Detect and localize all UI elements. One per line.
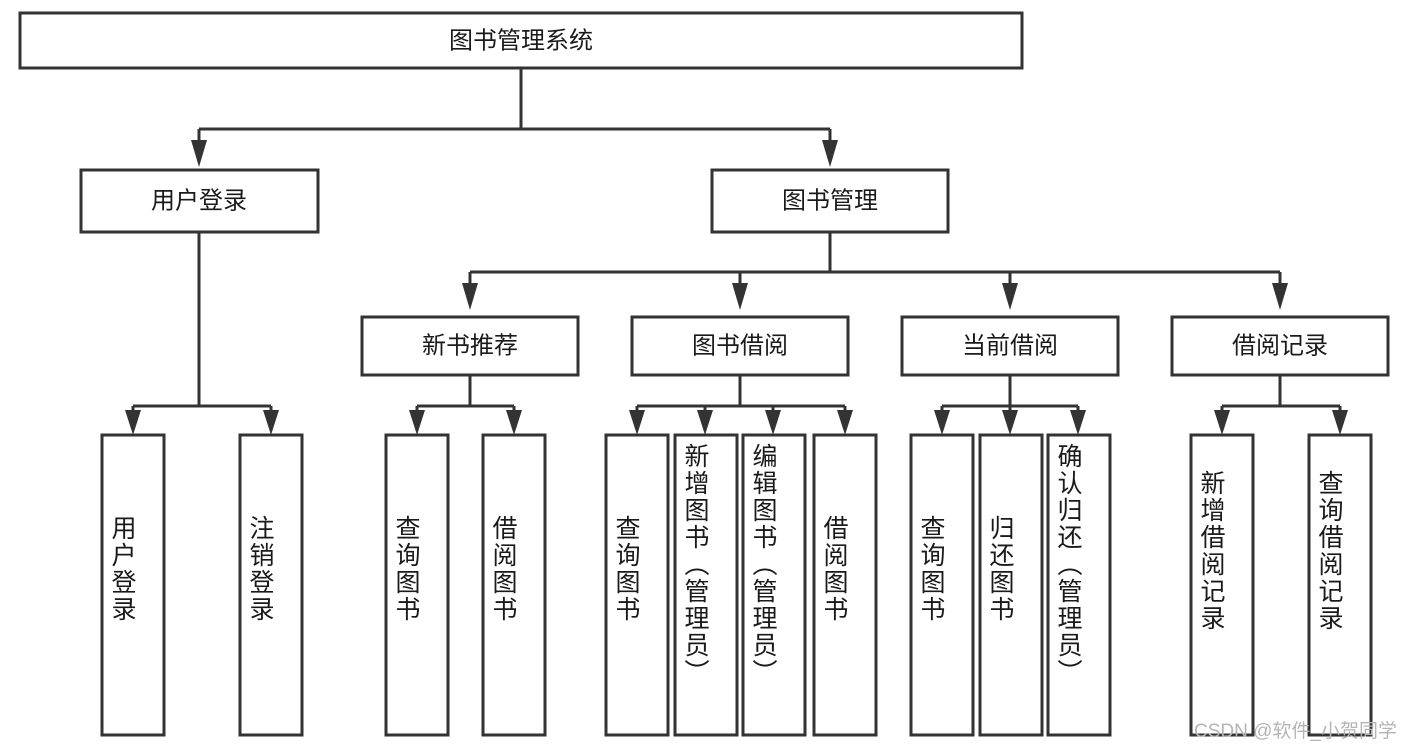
leaf-box-query-book-recommend[interactable] <box>384 433 450 737</box>
node-user-login[interactable]: 用户登录 <box>79 168 320 234</box>
arrow-head-icon <box>1002 283 1018 310</box>
node-current-borrow[interactable]: 当前借阅 <box>900 315 1120 377</box>
connector-user-login-to-leaves <box>125 232 279 435</box>
leaf-box-return-book[interactable] <box>978 433 1044 737</box>
leaf-box-user-login[interactable] <box>100 433 166 737</box>
connector-root-to-level2 <box>191 68 838 167</box>
connector-borrow-record-to-leaves <box>1214 375 1348 435</box>
arrow-head-icon <box>765 410 781 435</box>
node-root-box[interactable] <box>18 11 1024 70</box>
leaf-box-add-book-admin[interactable] <box>673 433 739 737</box>
leaf-box-query-book-borrow[interactable] <box>604 433 670 737</box>
node-user-login-label: 用户登录 <box>151 187 247 214</box>
connector-book-borrow-to-leaves <box>629 375 853 435</box>
leaf-box-borrow-book-recommend[interactable] <box>481 433 547 737</box>
arrow-head-icon <box>1214 410 1230 435</box>
arrow-head-icon <box>462 283 478 310</box>
csdn-watermark: CSDN @软件_小贺同学 <box>1194 721 1397 742</box>
leaf-box-logout[interactable] <box>238 433 304 737</box>
node-new-book-recommend-label: 新书推荐 <box>422 332 518 359</box>
arrow-head-icon <box>697 410 713 435</box>
node-new-book-recommend-box[interactable] <box>360 315 580 377</box>
arrow-head-icon <box>191 140 207 167</box>
leaf-box-query-borrow-record[interactable] <box>1307 433 1373 737</box>
arrow-head-icon <box>837 410 853 435</box>
node-book-management-label: 图书管理 <box>782 187 878 214</box>
node-borrow-record[interactable]: 借阅记录 <box>1170 315 1390 377</box>
arrow-head-icon <box>506 410 522 435</box>
leaf-box-add-borrow-record[interactable] <box>1189 433 1255 737</box>
node-book-borrow[interactable]: 图书借阅 <box>630 315 850 377</box>
leaf-box-borrow-book[interactable] <box>812 433 878 737</box>
node-new-book-recommend[interactable]: 新书推荐 <box>360 315 580 377</box>
arrow-head-icon <box>629 410 645 435</box>
connector-book-management-to-level3 <box>462 232 1288 310</box>
node-book-borrow-label: 图书借阅 <box>692 332 788 359</box>
arrow-head-icon <box>125 410 141 435</box>
leaf-box-query-book-current[interactable] <box>909 433 975 737</box>
node-current-borrow-label: 当前借阅 <box>962 332 1058 359</box>
leaf-box-confirm-return-admin[interactable] <box>1046 433 1112 737</box>
node-user-login-box[interactable] <box>79 168 320 234</box>
node-root-label: 图书管理系统 <box>449 27 593 54</box>
arrow-head-icon <box>1272 283 1288 310</box>
connector-current-borrow-to-leaves <box>934 375 1086 435</box>
arrow-head-icon <box>934 410 950 435</box>
node-root[interactable]: 图书管理系统 <box>18 11 1024 70</box>
arrow-head-icon <box>1070 410 1086 435</box>
leaf-box-edit-book-admin[interactable] <box>741 433 807 737</box>
arrow-head-icon <box>732 283 748 310</box>
arrow-head-icon <box>263 410 279 435</box>
node-book-management[interactable]: 图书管理 <box>710 168 950 234</box>
arrow-head-icon <box>1002 410 1018 435</box>
connector-new-book-recommend-to-leaves <box>409 375 522 435</box>
arrow-head-icon <box>409 410 425 435</box>
node-current-borrow-box[interactable] <box>900 315 1120 377</box>
arrow-head-icon <box>822 140 838 167</box>
arrow-head-icon <box>1332 410 1348 435</box>
node-borrow-record-label: 借阅记录 <box>1232 332 1328 359</box>
